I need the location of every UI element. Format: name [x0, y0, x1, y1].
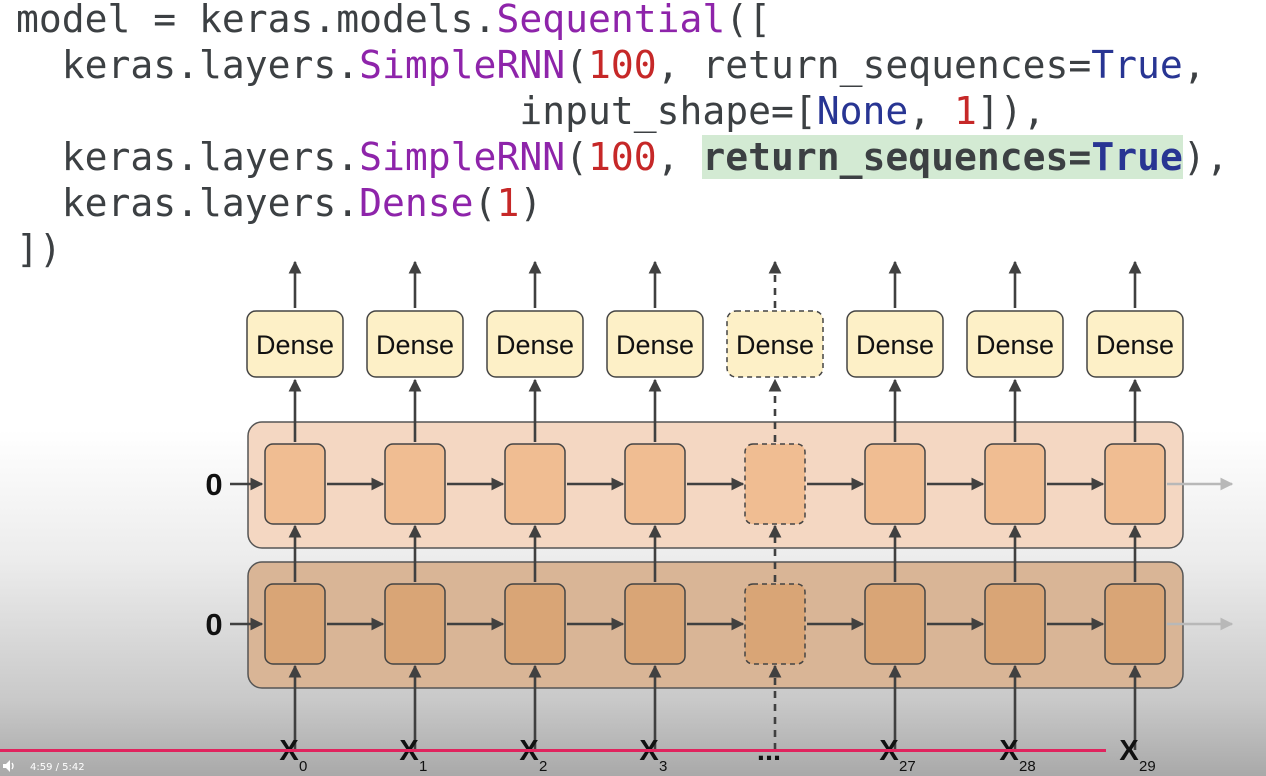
rnn-cell-layer-1: [864, 443, 926, 525]
rnn-cell-layer-1: [984, 443, 1046, 525]
input-subscript: 28: [1019, 758, 1036, 775]
rnn-cell-layer-2: [1104, 583, 1166, 665]
rnn-cell-layer-2: [264, 583, 326, 665]
rnn-cell-layer-2: [504, 583, 566, 665]
rnn-cell-layer-1: [744, 443, 806, 525]
input-subscript: 1: [419, 758, 427, 775]
code-line-3: input_shape=[None, 1]),: [16, 89, 1046, 133]
progress-bar[interactable]: [0, 749, 1107, 752]
initial-state-label-layer-2: 0: [205, 607, 222, 642]
input-subscript: 29: [1139, 758, 1156, 775]
input-label: X: [1119, 735, 1139, 767]
dense-label: Dense: [376, 330, 454, 360]
dense-box: [246, 310, 344, 378]
dense-box: [1086, 310, 1184, 378]
dense-label: Dense: [496, 330, 574, 360]
volume-icon[interactable]: [2, 758, 18, 774]
highlighted-argument: return_sequences=True: [702, 135, 1183, 179]
dense-box: [846, 310, 944, 378]
rnn-cell-layer-1: [504, 443, 566, 525]
dense-label: Dense: [256, 330, 334, 360]
rnn-cell-layer-1: [264, 443, 326, 525]
dense-box: [606, 310, 704, 378]
input-subscript: 27: [899, 758, 916, 775]
dense-label: Dense: [736, 330, 814, 360]
dense-label: Dense: [856, 330, 934, 360]
rnn-cell-layer-1: [384, 443, 446, 525]
dense-box: [966, 310, 1064, 378]
rnn-cell-layer-2: [984, 583, 1046, 665]
dense-box: [726, 310, 824, 378]
dense-label: Dense: [1096, 330, 1174, 360]
initial-state-label-layer-1: 0: [205, 467, 222, 502]
input-subscript: 3: [659, 758, 667, 775]
code-line-5: keras.layers.Dense(1): [16, 181, 543, 225]
dense-box: [366, 310, 464, 378]
rnn-cell-layer-2: [744, 583, 806, 665]
code-line-6: ]): [16, 227, 62, 271]
rnn-cell-layer-2: [624, 583, 686, 665]
dense-box: [486, 310, 584, 378]
video-player-bar[interactable]: [0, 748, 1266, 776]
code-line-1: model = keras.models.Sequential([: [16, 0, 771, 41]
dense-label: Dense: [976, 330, 1054, 360]
rnn-cell-layer-1: [624, 443, 686, 525]
dense-label: Dense: [616, 330, 694, 360]
code-line-2: keras.layers.SimpleRNN(100, return_seque…: [16, 43, 1206, 87]
input-subscript: 2: [539, 758, 547, 775]
rnn-cell-layer-1: [1104, 443, 1166, 525]
input-subscript: 0: [299, 758, 307, 775]
code-line-4: keras.layers.SimpleRNN(100, return_seque…: [16, 135, 1229, 179]
time-display: 4:59 / 5:42: [30, 762, 85, 773]
rnn-cell-layer-2: [864, 583, 926, 665]
rnn-cell-layer-2: [384, 583, 446, 665]
